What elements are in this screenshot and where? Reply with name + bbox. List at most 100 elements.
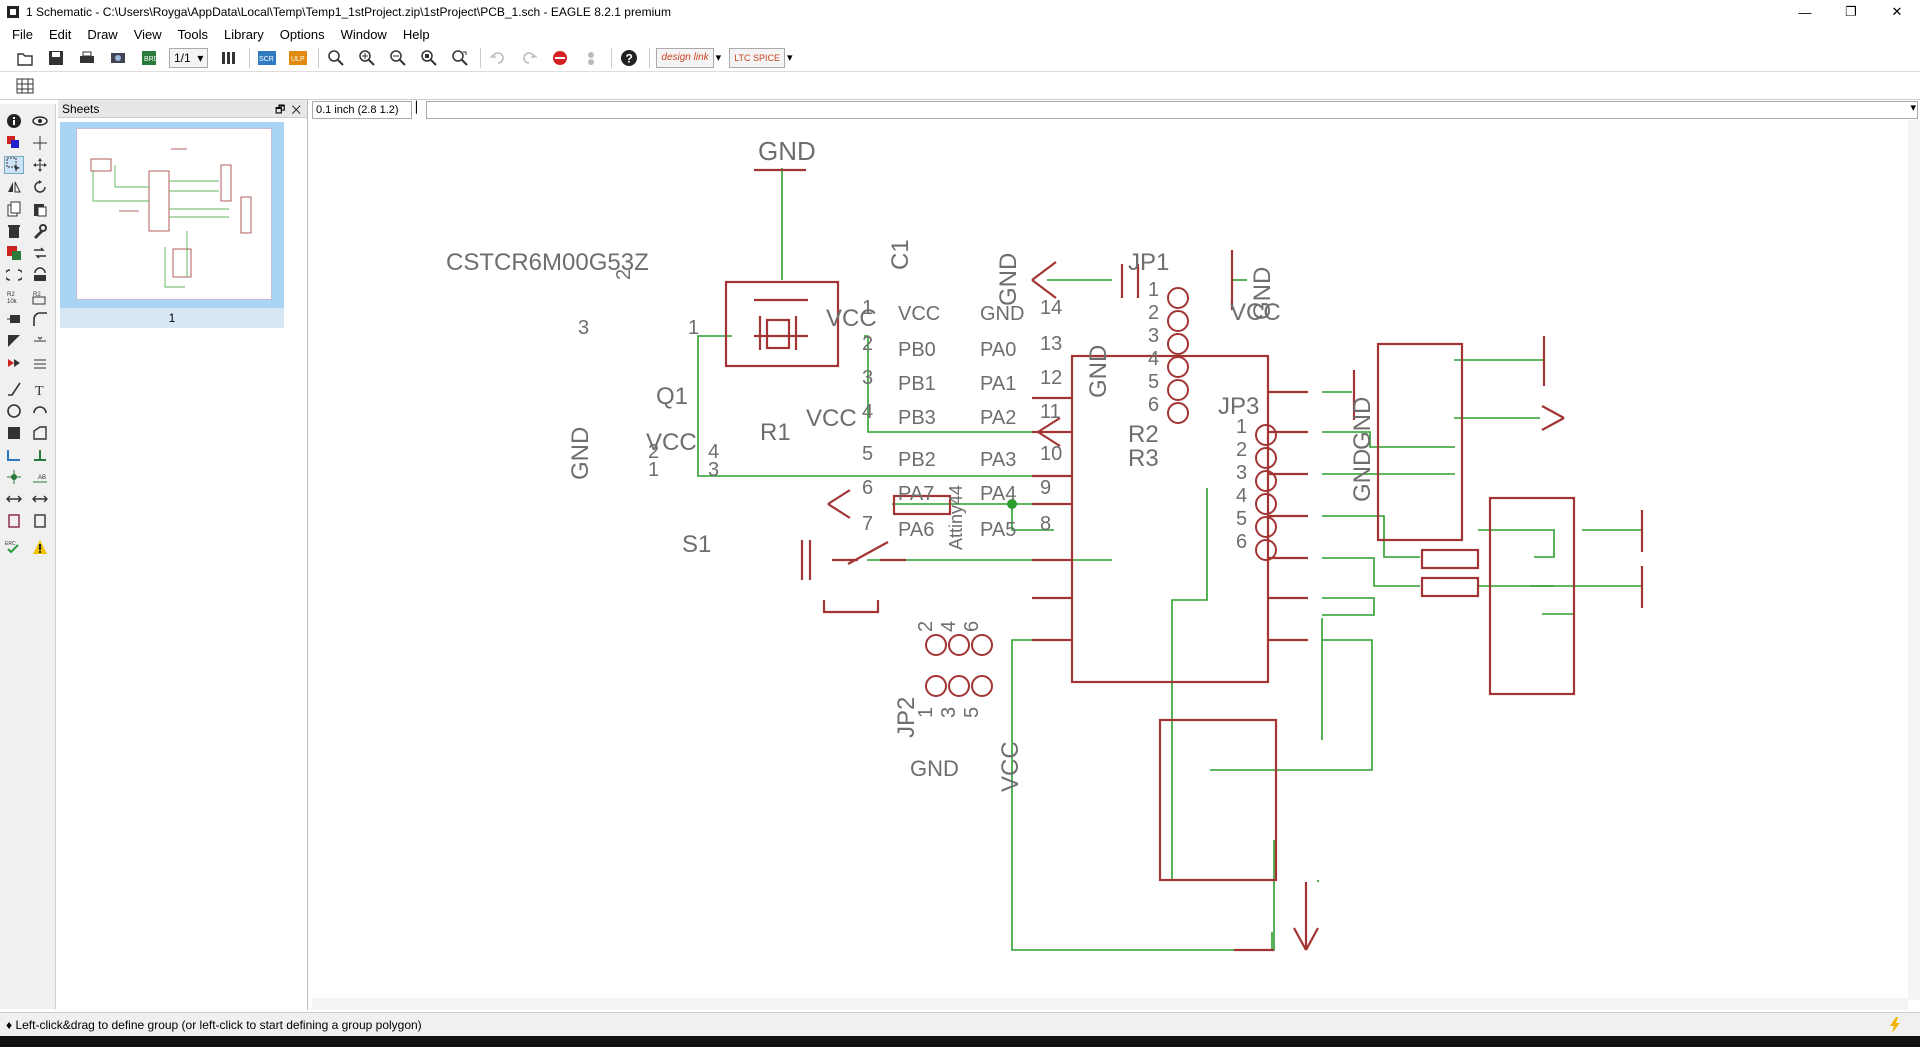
bus-icon[interactable] [30, 354, 50, 372]
float-panel-icon[interactable]: 🗗 [275, 104, 286, 116]
undo-icon[interactable] [487, 47, 509, 69]
dimension-icon[interactable] [30, 490, 50, 508]
rotate-icon[interactable] [30, 178, 50, 196]
close-button[interactable]: ✕ [1891, 4, 1903, 19]
miter-icon[interactable] [30, 310, 50, 328]
go-icon[interactable] [580, 47, 602, 69]
mirror-icon[interactable] [4, 178, 24, 196]
menu-draw[interactable]: Draw [87, 26, 118, 42]
pinswap-icon[interactable] [4, 266, 24, 284]
label-icon[interactable]: AB [30, 468, 50, 486]
menu-options[interactable]: Options [279, 26, 325, 42]
wire-icon[interactable] [4, 380, 24, 398]
redo-icon[interactable] [518, 47, 540, 69]
modules-icon[interactable] [30, 512, 50, 530]
invoke-icon[interactable] [4, 354, 24, 372]
ic-left-pin-num: 3 [862, 367, 873, 389]
grid-icon[interactable] [14, 75, 36, 97]
menu-help[interactable]: Help [402, 26, 430, 42]
zoom-redraw-icon[interactable] [418, 47, 440, 69]
grid-toolbar [0, 72, 1920, 100]
zoom-out-icon[interactable] [387, 47, 409, 69]
cam-processor-icon[interactable] [107, 47, 129, 69]
maximize-button[interactable]: ❐ [1845, 4, 1857, 19]
sheet-thumbnail[interactable] [60, 122, 284, 308]
ltspice-button[interactable]: LTC SPICE [729, 47, 786, 68]
frame-icon[interactable] [4, 512, 24, 530]
lightning-icon[interactable] [1888, 1016, 1902, 1034]
split-icon[interactable] [4, 332, 24, 350]
ic-left-pin-num: 6 [862, 477, 873, 499]
ltspice-dropdown[interactable]: ▾ [787, 52, 793, 64]
sheets-scrollbar[interactable] [288, 122, 302, 1010]
save-icon[interactable] [45, 47, 67, 69]
paste-icon[interactable] [30, 200, 50, 218]
jp2-gnd-label: GND [910, 756, 959, 781]
display-layers-icon[interactable] [4, 134, 24, 152]
change-icon[interactable] [30, 222, 50, 240]
zoom-fit-icon[interactable] [325, 47, 347, 69]
zoom-in-icon[interactable] [356, 47, 378, 69]
script-icon[interactable]: SCR [256, 47, 278, 69]
show-icon[interactable] [30, 112, 50, 130]
add-part-icon[interactable] [4, 244, 24, 262]
menu-window[interactable]: Window [340, 26, 387, 42]
info-icon[interactable] [4, 112, 24, 130]
minimize-button[interactable]: — [1798, 4, 1812, 20]
coord-dropdown[interactable]: ▏ [416, 102, 425, 114]
polygon-icon[interactable] [30, 424, 50, 442]
value-icon[interactable]: R2 [30, 288, 50, 306]
sheet-select[interactable]: 1/1 ▾ [169, 47, 209, 68]
junction-icon[interactable] [4, 468, 24, 486]
command-input[interactable] [426, 101, 1918, 119]
jp3-body [1488, 496, 1576, 696]
jp1-pin-label: 4 [1148, 348, 1159, 370]
zoom-select-icon[interactable] [449, 47, 471, 69]
close-panel-icon[interactable]: ✕ [291, 104, 301, 116]
text-icon[interactable]: T [30, 380, 50, 398]
mark-icon[interactable] [30, 134, 50, 152]
menu-library[interactable]: Library [224, 26, 264, 42]
menu-edit[interactable]: Edit [48, 26, 72, 42]
ic-left-pin-name: PB1 [898, 373, 936, 395]
menu-file[interactable]: File [12, 26, 33, 42]
print-icon[interactable] [76, 47, 98, 69]
jp1-pin-label: 5 [1148, 371, 1159, 393]
ic-right-pin-num: 10 [1040, 443, 1062, 465]
bus-draw-icon[interactable] [30, 446, 50, 464]
stop-icon[interactable] [549, 47, 571, 69]
attribute-icon[interactable] [4, 490, 24, 508]
ic-left-pin-num: 2 [862, 333, 873, 355]
rect-icon[interactable] [4, 424, 24, 442]
replace-icon[interactable] [30, 244, 50, 262]
ulp-icon[interactable]: ULP [287, 47, 309, 69]
open-icon[interactable] [14, 47, 36, 69]
r3-name-label: R3 [1128, 445, 1159, 472]
board-switch-icon[interactable]: BRD [138, 47, 160, 69]
design-link-dropdown[interactable]: ▾ [715, 52, 722, 64]
gateswap-icon[interactable] [30, 266, 50, 284]
vertical-scrollbar[interactable] [1908, 120, 1920, 1000]
help-icon[interactable]: ? [618, 47, 640, 69]
horizontal-scrollbar[interactable] [312, 998, 1908, 1010]
optimize-icon[interactable] [30, 332, 50, 350]
smash-icon[interactable] [4, 310, 24, 328]
circle-icon[interactable] [4, 402, 24, 420]
group-select-icon[interactable] [4, 156, 24, 174]
library-icon[interactable] [218, 47, 240, 69]
warning-icon[interactable] [30, 538, 50, 556]
command-history-dropdown[interactable]: ▾ [1910, 102, 1916, 114]
crystal-name-label: Q1 [656, 383, 688, 410]
jp2-body [1158, 718, 1278, 882]
erc-icon[interactable]: ERC [4, 538, 24, 556]
copy-icon[interactable] [4, 200, 24, 218]
delete-icon[interactable] [4, 222, 24, 240]
net-icon[interactable] [4, 446, 24, 464]
arc-icon[interactable] [30, 402, 50, 420]
menu-tools[interactable]: Tools [177, 26, 209, 42]
move-icon[interactable] [30, 156, 50, 174]
menu-view[interactable]: View [133, 26, 162, 42]
design-link-button[interactable]: design link [656, 47, 714, 68]
